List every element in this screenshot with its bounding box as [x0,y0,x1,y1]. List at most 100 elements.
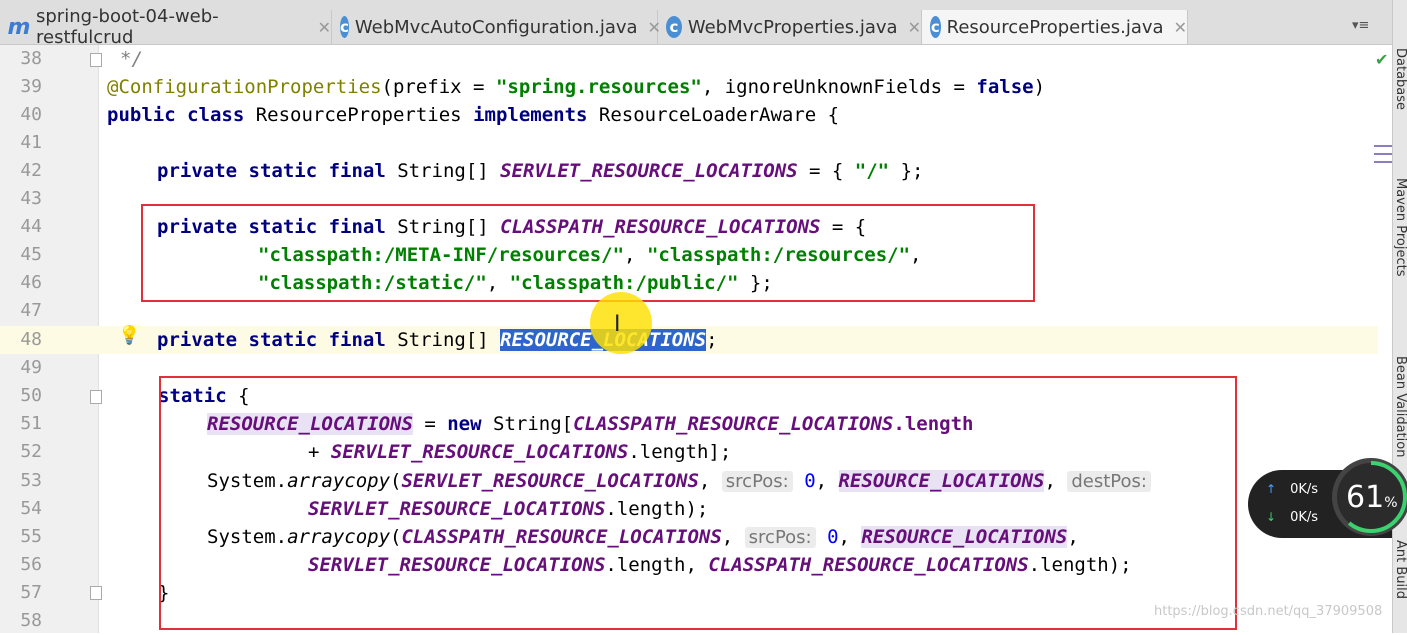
code-line[interactable]: 41 [0,129,1378,157]
watermark-text: https://blog.csdn.net/qq_37909508 [1154,604,1383,619]
tab-webmvcproperties[interactable]: c WebMvcProperties.java ✕ [658,10,922,44]
tab-label: WebMvcAutoConfiguration.java [354,16,638,38]
tool-ant-build[interactable]: Ant Build [1393,540,1407,599]
code-line[interactable]: 49 [0,354,1378,382]
checkmark-icon: ✔ [1375,50,1389,69]
code-text: SERVLET_RESOURCE_LOCATIONS.length); [308,498,709,520]
tab-label: ResourceProperties.java [946,16,1164,38]
maven-module-icon: m [7,14,31,40]
code-line[interactable]: 52 + SERVLET_RESOURCE_LOCATIONS.length]; [0,438,1378,466]
arrow-up-icon: ↑ [1266,482,1277,496]
cpu-percent: 61% [1346,480,1398,515]
highlight-box-classpath-locations [141,204,1035,302]
code-text: private static final String[] SERVLET_RE… [157,160,924,182]
code-line[interactable]: 47 [0,297,1378,325]
code-line[interactable]: 54 SERVLET_RESOURCE_LOCATIONS.length); [0,495,1378,523]
code-text: System.arraycopy(CLASSPATH_RESOURCE_LOCA… [207,526,1079,548]
java-class-icon: c [340,16,349,38]
close-icon[interactable]: ✕ [907,17,921,37]
text-cursor-icon: I [614,312,621,337]
tab-label: WebMvcProperties.java [687,16,898,38]
code-text: "classpath:/META-INF/resources/", "class… [258,244,922,266]
code-line[interactable]: 57 } [0,579,1378,607]
line-number: 50 [20,385,42,406]
line-number: 47 [20,300,42,321]
line-number: 55 [20,526,42,547]
line-number: 46 [20,272,42,293]
code-text: + SERVLET_RESOURCE_LOCATIONS.length]; [308,441,732,463]
java-class-icon: c [930,16,941,38]
line-number: 38 [20,48,42,69]
code-text: SERVLET_RESOURCE_LOCATIONS.length, CLASS… [308,554,1132,576]
tabs-menu-icon[interactable]: ▾≡ [1352,18,1370,33]
line-number: 49 [20,357,42,378]
fold-marker-icon[interactable] [90,53,102,67]
tool-bean-validation[interactable]: Bean Validation [1393,356,1407,458]
code-line[interactable]: 39 @ConfigurationProperties(prefix = "sp… [0,73,1378,101]
tool-database[interactable]: Database [1393,48,1407,111]
scrollbar-markers[interactable] [1374,145,1392,169]
fold-marker-icon[interactable] [90,390,102,404]
highlight-box-static-block [159,376,1237,630]
code-text: System.arraycopy(SERVLET_RESOURCE_LOCATI… [207,467,1151,496]
upload-speed: ↑0K/s [1266,482,1319,497]
gauge-progress [1335,461,1407,533]
code-line[interactable]: 38 */ [0,45,1378,73]
code-line[interactable]: 46 "classpath:/static/", "classpath:/pub… [0,269,1378,297]
code-text: RESOURCE_LOCATIONS = new String[CLASSPAT… [207,413,974,435]
close-icon[interactable]: ✕ [647,17,661,37]
code-line[interactable]: 44 private static final String[] CLASSPA… [0,213,1378,241]
code-line[interactable]: 50 static { [0,382,1378,410]
code-line[interactable]: 45 "classpath:/META-INF/resources/", "cl… [0,241,1378,269]
line-number: 41 [20,132,42,153]
tool-maven-projects[interactable]: Maven Projects [1393,178,1407,277]
download-speed: ↓0K/s [1266,510,1319,525]
code-line[interactable]: 42 private static final String[] SERVLET… [0,157,1378,185]
cursor-highlight [590,292,652,354]
editor-tab-bar: m spring-boot-04-web-restfulcrud ✕ c Web… [0,0,1392,48]
cpu-gauge-arc [1335,461,1407,533]
right-tool-stripe: Database Maven Projects Bean Validation … [1392,0,1407,633]
code-line-current[interactable]: 48 private static final String[] RESOURC… [0,326,1378,354]
tab-webmvcautoconfiguration[interactable]: c WebMvcAutoConfiguration.java ✕ [332,10,661,44]
code-line[interactable]: 43 [0,185,1378,213]
line-number: 43 [20,188,42,209]
code-text: @ConfigurationProperties(prefix = "sprin… [107,76,1046,98]
line-number: 44 [20,216,42,237]
lightbulb-icon[interactable]: 💡 [118,325,141,346]
tab-resourceproperties[interactable]: c ResourceProperties.java ✕ [922,10,1188,44]
code-line[interactable]: 51 RESOURCE_LOCATIONS = new String[CLASS… [0,410,1378,438]
code-text: private static final String[] CLASSPATH_… [157,216,867,238]
line-number: 58 [20,610,42,631]
line-number: 57 [20,582,42,603]
code-text: } [158,582,170,604]
code-text: "classpath:/static/", "classpath:/public… [258,272,773,294]
close-icon[interactable]: ✕ [317,17,331,37]
code-line[interactable]: 53 System.arraycopy(SERVLET_RESOURCE_LOC… [0,467,1378,495]
code-line[interactable]: 56 SERVLET_RESOURCE_LOCATIONS.length, CL… [0,551,1378,579]
line-number: 56 [20,554,42,575]
line-number: 42 [20,160,42,181]
parameter-hint: srcPos: [721,471,793,492]
tab-spring-boot-04-web-restfulcrud[interactable]: m spring-boot-04-web-restfulcrud ✕ [0,6,332,48]
comment-text: */ [120,48,143,70]
java-class-icon: c [666,16,682,38]
line-number: 39 [20,76,42,97]
tab-label: spring-boot-04-web-restfulcrud [36,6,219,48]
arrow-down-icon: ↓ [1266,510,1277,524]
code-line[interactable]: 58 [0,607,1378,635]
parameter-hint: destPos: [1067,471,1151,492]
line-number: 45 [20,244,42,265]
line-number: 40 [20,104,42,125]
line-number: 51 [20,413,42,434]
line-number: 54 [20,498,42,519]
fold-marker-icon[interactable] [90,586,102,600]
close-icon[interactable]: ✕ [1173,17,1187,37]
code-line[interactable]: 40 public class ResourceProperties imple… [0,101,1378,129]
code-line[interactable]: 55 System.arraycopy(CLASSPATH_RESOURCE_L… [0,523,1378,551]
code-text: public class ResourceProperties implemen… [107,104,840,126]
line-number: 52 [20,441,42,462]
code-text: static { [158,385,250,407]
line-number: 53 [20,470,42,491]
parameter-hint: srcPos: [744,527,816,548]
